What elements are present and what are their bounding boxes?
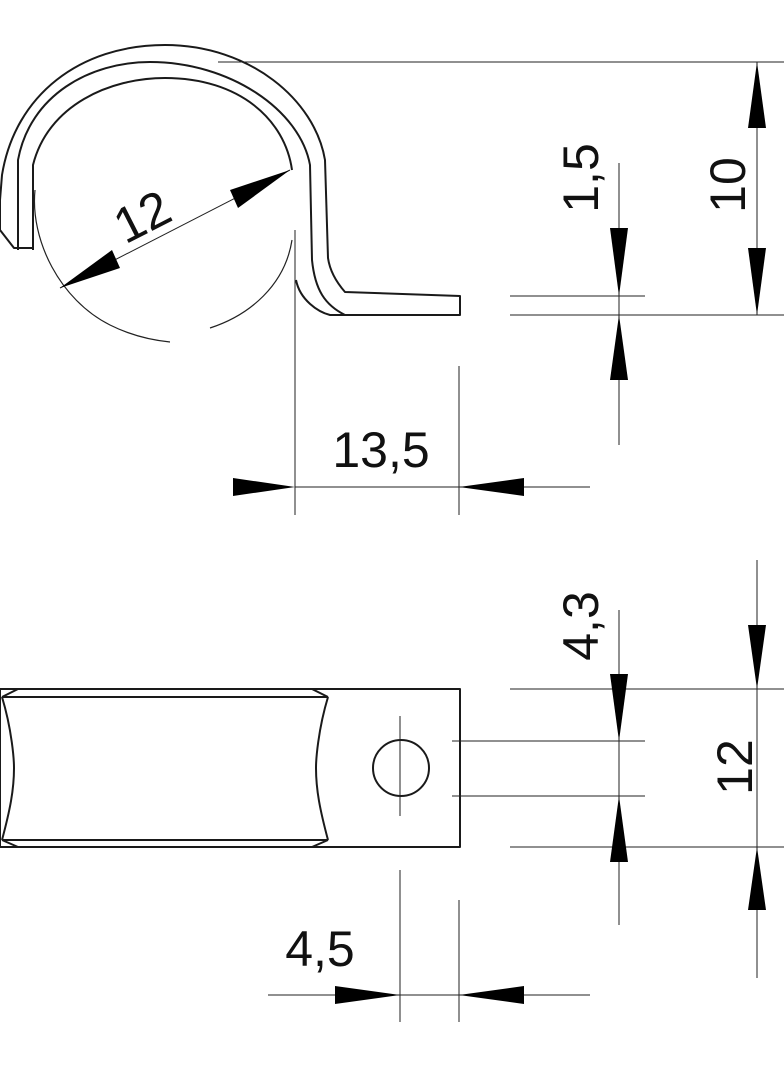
pipe-diameter-label: 12 — [105, 179, 180, 254]
hole-diameter-dimension: 4,3 — [553, 591, 628, 925]
arrow-icon — [748, 62, 766, 128]
width-dimension: 12 — [707, 560, 766, 978]
thickness-label: 1,5 — [553, 143, 609, 213]
arrow-icon — [610, 796, 628, 862]
arrow-icon — [335, 986, 400, 1004]
foot-length-label: 13,5 — [332, 422, 429, 478]
foot-length-dimension: 13,5 — [233, 422, 590, 496]
arrow-icon — [610, 674, 628, 741]
pipe-outline — [33, 189, 293, 343]
height-dimension: 10 — [700, 62, 766, 315]
height-label: 10 — [700, 157, 756, 213]
arrow-icon — [459, 986, 524, 1004]
hole-offset-dimension: 4,5 — [268, 921, 590, 1004]
arrow-icon — [230, 170, 290, 208]
pipe-diameter-dimension: 12 — [59, 169, 291, 289]
hole-diameter-label: 4,3 — [553, 591, 609, 661]
top-view-clip — [0, 688, 461, 848]
thickness-dimension: 1,5 — [553, 143, 628, 445]
mounting-hole — [372, 739, 430, 797]
arrow-icon — [459, 478, 524, 496]
width-label: 12 — [707, 739, 763, 795]
arrow-icon — [233, 478, 295, 496]
arrow-icon — [748, 847, 766, 910]
hole-offset-label: 4,5 — [285, 921, 355, 977]
arrow-icon — [610, 315, 628, 380]
arrow-icon — [748, 248, 766, 315]
side-view-clip — [0, 44, 461, 316]
arrow-icon — [748, 625, 766, 689]
arrow-icon — [610, 228, 628, 296]
arrow-icon — [60, 250, 120, 288]
